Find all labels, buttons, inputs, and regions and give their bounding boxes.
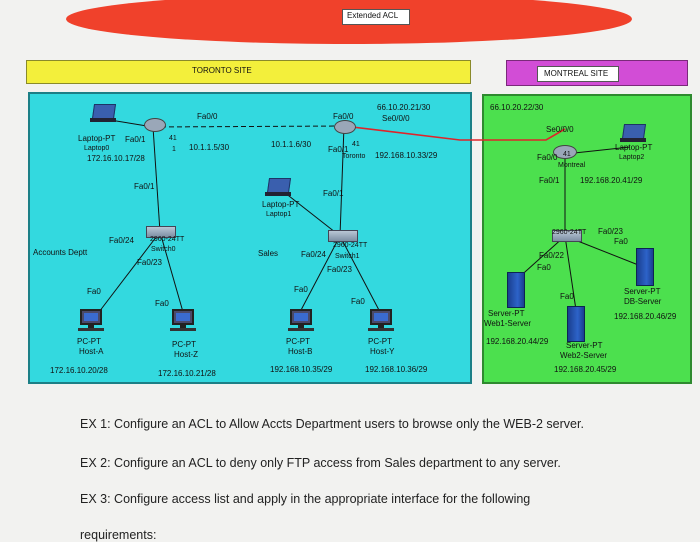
host-y-fa0: Fa0 bbox=[351, 297, 365, 306]
toronto-network-area bbox=[28, 92, 472, 384]
laptop2-type: Laptop-PT bbox=[615, 143, 653, 152]
net-192-168-10-33: 192.168.10.33/29 bbox=[375, 151, 438, 160]
switch1-model: 2960-24TT bbox=[333, 242, 368, 249]
host-b-type: PC-PT bbox=[286, 337, 310, 346]
host-b-fa0: Fa0 bbox=[294, 285, 308, 294]
web2-server-type: Server-PT bbox=[566, 341, 603, 350]
laptop0-type: Laptop-PT bbox=[78, 134, 116, 143]
host-b-name: Host-B bbox=[288, 347, 313, 356]
montreal-41: 41 bbox=[563, 151, 571, 158]
montreal-site-label: MONTREAL SITE bbox=[544, 69, 609, 78]
host-a-ip: 172.16.10.20/28 bbox=[50, 366, 108, 375]
laptop0-name: Laptop0 bbox=[84, 145, 110, 152]
switch0-fa01: Fa0/1 bbox=[134, 182, 155, 191]
laptop0-icon[interactable] bbox=[90, 104, 117, 122]
link-10-1-1-6: 10.1.1.6/30 bbox=[271, 140, 312, 149]
montreal-serial: Se0/0/0 bbox=[546, 125, 574, 134]
host-y-pc-icon[interactable] bbox=[368, 309, 394, 331]
web1-server-ip: 192.168.20.44/29 bbox=[486, 337, 549, 346]
router-toronto-fa01: Fa0/1 bbox=[328, 145, 349, 154]
web2-server-name: Web2-Server bbox=[560, 351, 607, 360]
switch0-name: Switch0 bbox=[151, 246, 176, 253]
toronto-banner bbox=[26, 60, 471, 84]
host-b-pc-icon[interactable] bbox=[288, 309, 314, 331]
switch0-fa024: Fa0/24 bbox=[109, 236, 134, 245]
db-server-type: Server-PT bbox=[624, 287, 661, 296]
montreal-label-box bbox=[537, 66, 619, 82]
host-y-type: PC-PT bbox=[368, 337, 392, 346]
title-box bbox=[342, 9, 410, 25]
router-left-fa01: Fa0/1 bbox=[125, 135, 146, 144]
switch0-model: 2960-24TT bbox=[150, 236, 185, 243]
router-toronto-fa00: Fa0/0 bbox=[333, 112, 354, 121]
switch1-fa01: Fa0/1 bbox=[323, 189, 344, 198]
diagram-title: Extended ACL bbox=[347, 11, 399, 20]
router-montreal-icon[interactable] bbox=[553, 145, 577, 159]
laptop1-name: Laptop1 bbox=[266, 211, 292, 218]
web1-server-type: Server-PT bbox=[488, 309, 525, 318]
exercise-1: EX 1: Configure an ACL to Allow Accts De… bbox=[80, 417, 584, 431]
host-z-type: PC-PT bbox=[172, 340, 196, 349]
web2-server-icon[interactable] bbox=[567, 306, 585, 342]
montreal-network-area bbox=[482, 94, 692, 384]
host-a-type: PC-PT bbox=[77, 337, 101, 346]
host-b-ip: 192.168.10.35/29 bbox=[270, 365, 333, 374]
web2-fa0: Fa0 bbox=[560, 292, 574, 301]
router-toronto-serial: Se0/0/0 bbox=[382, 114, 410, 123]
router-left-1: 1 bbox=[172, 146, 176, 153]
host-y-ip: 192.168.10.36/29 bbox=[365, 365, 428, 374]
host-z-ip: 172.16.10.21/28 bbox=[158, 369, 216, 378]
switch1-icon[interactable] bbox=[328, 230, 358, 242]
net-192-168-20-41: 192.168.20.41/29 bbox=[580, 176, 643, 185]
switch2-fa0-left: Fa0 bbox=[537, 263, 551, 272]
montreal-name: Montreal bbox=[558, 162, 586, 169]
host-a-name: Host-A bbox=[79, 347, 104, 356]
laptop2-name: Laptop2 bbox=[619, 154, 645, 161]
switch2-fa0-right: Fa0 bbox=[614, 237, 628, 246]
switch1-name: Switch1 bbox=[335, 253, 360, 260]
exercise-2: EX 2: Configure an ACL to deny only FTP … bbox=[80, 456, 561, 470]
db-server-name: DB-Server bbox=[624, 297, 662, 306]
exercise-3: EX 3: Configure access list and apply in… bbox=[80, 492, 531, 506]
web2-server-ip: 192.168.20.45/29 bbox=[554, 365, 617, 374]
host-a-pc-icon[interactable] bbox=[78, 309, 104, 331]
host-z-fa0: Fa0 bbox=[155, 299, 169, 308]
exercise-3-cont: requirements: bbox=[80, 528, 157, 542]
router-left-41: 41 bbox=[169, 135, 177, 142]
laptop2-icon[interactable] bbox=[620, 124, 647, 142]
router-left-fa00: Fa0/0 bbox=[197, 112, 218, 121]
sales-dept-label: Sales bbox=[258, 249, 279, 258]
router-toronto-wan-ip: 66.10.20.21/30 bbox=[377, 103, 431, 112]
router-left-icon[interactable] bbox=[144, 118, 166, 132]
web1-server-name: Web1-Server bbox=[484, 319, 531, 328]
router-toronto-icon[interactable] bbox=[334, 120, 356, 134]
laptop1-type: Laptop-PT bbox=[262, 200, 300, 209]
montreal-fa01: Fa0/1 bbox=[539, 176, 560, 185]
switch2-icon[interactable] bbox=[552, 230, 582, 242]
laptop1-icon[interactable] bbox=[265, 178, 292, 196]
router-toronto-name: Toronto bbox=[342, 153, 366, 160]
db-server-ip: 192.168.20.46/29 bbox=[614, 312, 677, 321]
montreal-fa00: Fa0/0 bbox=[537, 153, 558, 162]
accounts-dept-label: Accounts Deptt bbox=[33, 248, 88, 257]
host-z-pc-icon[interactable] bbox=[170, 309, 196, 331]
toronto-site-label: TORONTO SITE bbox=[192, 66, 252, 75]
host-y-name: Host-Y bbox=[370, 347, 395, 356]
switch0-fa023: Fa0/23 bbox=[137, 258, 162, 267]
net-172-16-10-17: 172.16.10.17/28 bbox=[87, 154, 145, 163]
switch1-fa023: Fa0/23 bbox=[327, 265, 352, 274]
host-a-fa0: Fa0 bbox=[87, 287, 101, 296]
host-z-name: Host-Z bbox=[174, 350, 198, 359]
switch0-icon[interactable] bbox=[146, 226, 176, 238]
web1-server-icon[interactable] bbox=[507, 272, 525, 308]
switch1-fa024: Fa0/24 bbox=[301, 250, 326, 259]
switch2-fa023: Fa0/23 bbox=[598, 227, 623, 236]
db-server-icon[interactable] bbox=[636, 248, 654, 286]
switch2-fa022: Fa0/22 bbox=[539, 251, 564, 260]
switch2-model: 2960-24TT bbox=[552, 229, 587, 236]
link-10-1-1-5: 10.1.1.5/30 bbox=[189, 143, 230, 152]
router-toronto-41: 41 bbox=[352, 141, 360, 148]
montreal-wan-ip: 66.10.20.22/30 bbox=[490, 103, 544, 112]
